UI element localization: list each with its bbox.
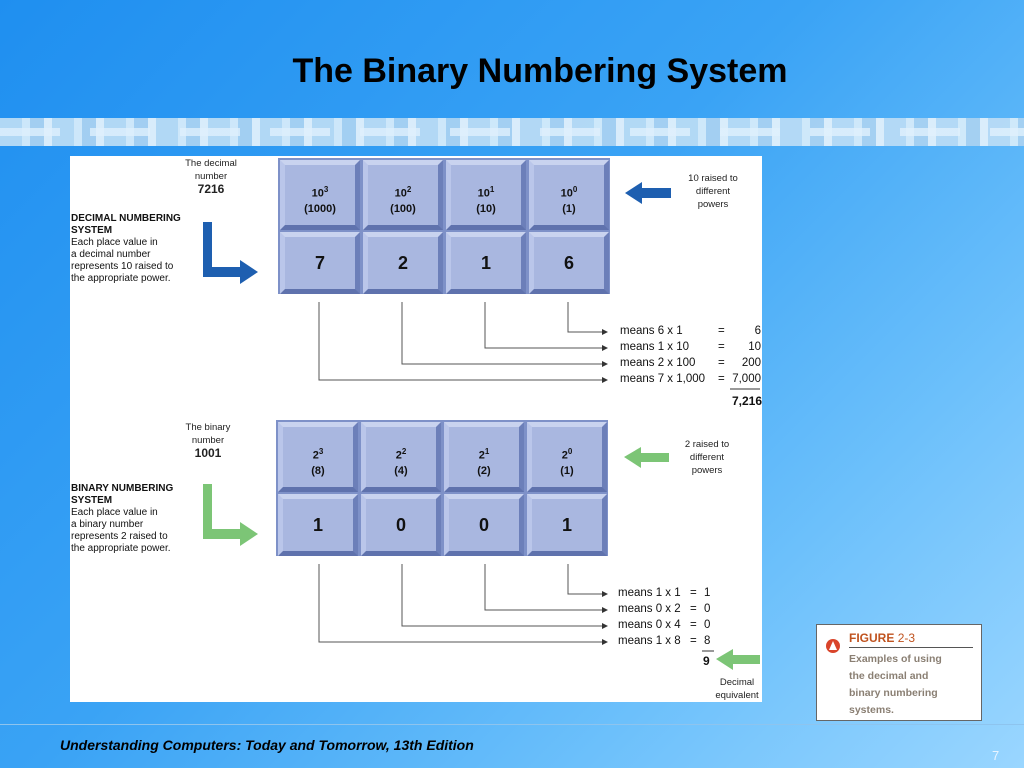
binary-digit-tile: 1 <box>527 494 607 556</box>
decimal-powers-note: 10 raised to different powers <box>688 173 738 210</box>
connector-line <box>567 564 608 597</box>
binary-means-row: means 0 x 2 <box>618 603 681 615</box>
decimal-power-tile: 103(1000) <box>280 160 360 230</box>
decimal-system-description: DECIMAL NUMBERING SYSTEM Each place valu… <box>71 213 181 284</box>
footer-divider <box>0 724 1024 725</box>
connector-line <box>401 302 608 367</box>
decimal-means-eq: = <box>718 325 725 337</box>
decimal-power-tile: 102(100) <box>363 160 443 230</box>
decimal-l-arrow-icon <box>203 222 258 284</box>
binary-power-tile: 22(4) <box>361 422 441 492</box>
connector-line <box>401 564 608 629</box>
decimal-means-result: 200 <box>741 357 761 369</box>
decimal-means-result: 6 <box>754 325 761 337</box>
decimal-digit-tile: 6 <box>529 232 609 294</box>
decimal-means-row: means 6 x 1 <box>620 325 683 337</box>
binary-digit-tile: 0 <box>361 494 441 556</box>
binary-number-caption: The binary number 1001 <box>185 422 231 460</box>
decimal-power-tile: 100(1) <box>529 160 609 230</box>
binary-digit-tile: 0 <box>444 494 524 556</box>
decimal-means-row: means 2 x 100 <box>620 357 696 369</box>
slide-title: The Binary Numbering System <box>292 52 788 90</box>
connector-line <box>484 302 608 351</box>
connector-lines <box>203 182 760 670</box>
publisher-logo-icon <box>826 639 840 653</box>
decimal-means-eq: = <box>718 373 725 385</box>
binary-means-result: 0 <box>704 603 711 615</box>
powers-left-arrow-icon <box>625 182 671 204</box>
slide-footer: Understanding Computers: Today and Tomor… <box>60 737 474 753</box>
page-number: 7 <box>992 748 1000 763</box>
binary-means-eq: = <box>690 619 697 631</box>
decimal-digit-tile: 1 <box>446 232 526 294</box>
decimal-means-result: 7,000 <box>732 373 761 385</box>
binary-means-row: means 1 x 8 <box>618 635 681 647</box>
binary-means-result: 8 <box>704 635 711 647</box>
binary-means-eq: = <box>690 635 697 647</box>
decimal-means-eq: = <box>718 357 725 369</box>
binary-power-tile: 23(8) <box>278 422 358 492</box>
decimal-equivalent-note: Decimal equivalent <box>715 677 759 701</box>
binary-powers-note: 2 raised to different powers <box>684 439 730 476</box>
binary-means-eq: = <box>690 603 697 615</box>
connector-line <box>318 564 608 645</box>
binary-total: 9 <box>703 654 710 668</box>
binary-digit-tile: 1 <box>278 494 358 556</box>
connector-line <box>484 564 608 613</box>
binary-power-tile: 20(1) <box>527 422 607 492</box>
decimal-power-tile: 101(10) <box>446 160 526 230</box>
connector-line <box>567 302 608 335</box>
binary-means-result: 1 <box>704 587 711 599</box>
binary-system-description: BINARY NUMBERING SYSTEM Each place value… <box>71 483 174 554</box>
binary-means-eq: = <box>690 587 697 599</box>
decimal-equivalent-arrow-icon <box>716 649 760 670</box>
binary-l-arrow-icon <box>203 484 258 546</box>
figure-panel: The decimal number 7216 DECIMAL NUMBERIN… <box>70 156 762 702</box>
decimal-total: 7,216 <box>731 394 762 408</box>
connector-line <box>318 302 608 383</box>
decimal-means-row: means 7 x 1,000 <box>620 373 706 385</box>
binary-power-tile: 21(2) <box>444 422 524 492</box>
figure-caption: Examples of using the decimal and binary… <box>849 653 942 716</box>
decimal-digit-tile: 7 <box>280 232 360 294</box>
binary-means-row: means 0 x 4 <box>618 619 681 631</box>
decimal-number-caption: The decimal number 7216 <box>185 158 237 196</box>
binary-means-result: 0 <box>704 619 711 631</box>
decimal-digit-tile: 2 <box>363 232 443 294</box>
binary-powers-left-arrow-icon <box>624 447 669 468</box>
decorative-band <box>0 118 1024 146</box>
figure-caption-box: FIGURE 2-3 Examples of using the decimal… <box>816 624 982 721</box>
binary-means-row: means 1 x 1 <box>618 587 681 599</box>
figure-label: FIGURE 2-3 <box>849 631 916 645</box>
figure-rule <box>849 647 973 648</box>
decimal-means-result: 10 <box>748 341 761 353</box>
decimal-means-eq: = <box>718 341 725 353</box>
decimal-means-row: means 1 x 10 <box>620 341 690 353</box>
